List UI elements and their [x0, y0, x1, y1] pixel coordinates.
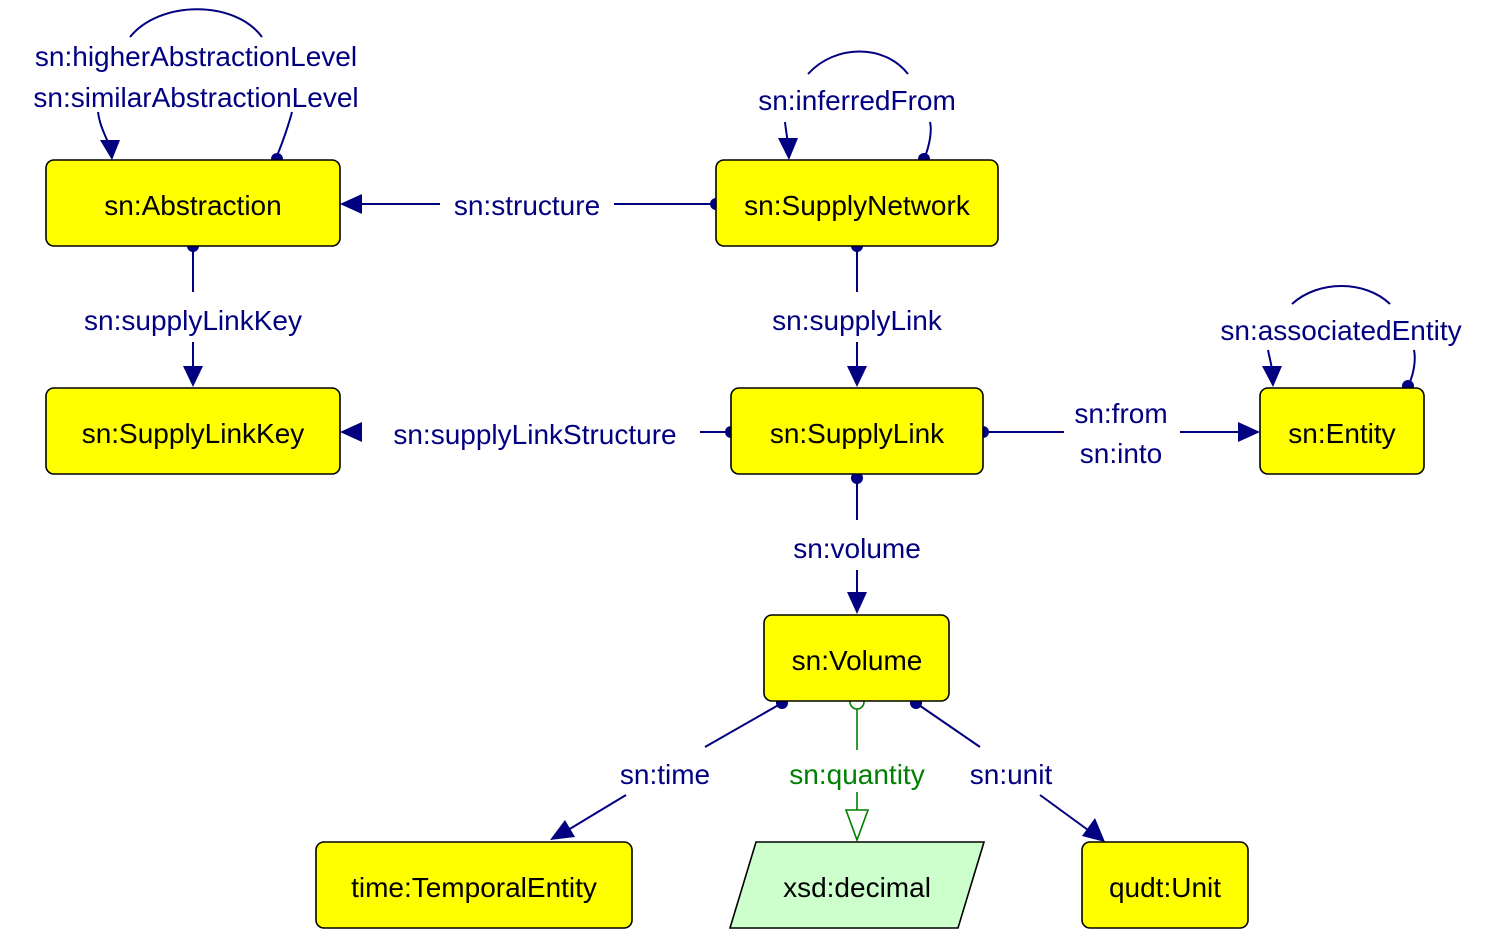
node-label: sn:SupplyLink — [770, 418, 945, 449]
edge-label-associated-entity: sn:associatedEntity — [1220, 315, 1461, 346]
node-supply-link-key[interactable]: sn:SupplyLinkKey — [45, 387, 341, 475]
edge-supply-link-structure: sn:supplyLinkStructure — [340, 419, 737, 450]
edge-volume: sn:volume — [793, 472, 921, 614]
edge-label-higher-abstraction-level: sn:higherAbstractionLevel — [35, 41, 357, 72]
edge-supply-link-key: sn:supplyLinkKey — [84, 240, 302, 387]
arrowhead-icon — [1262, 366, 1282, 387]
arrowhead-icon — [100, 140, 120, 160]
edge-label-supply-link: sn:supplyLink — [772, 305, 943, 336]
edge-label-into: sn:into — [1080, 438, 1163, 469]
node-temporal-entity[interactable]: time:TemporalEntity — [315, 841, 633, 929]
edge-label-similar-abstraction-level: sn:similarAbstractionLevel — [33, 82, 358, 113]
edge-label-supply-link-key: sn:supplyLinkKey — [84, 305, 302, 336]
edge-label-volume: sn:volume — [793, 533, 921, 564]
node-label: sn:SupplyLinkKey — [82, 418, 305, 449]
arrowhead-icon — [778, 138, 798, 160]
edge-abstraction-level-loop: sn:higherAbstractionLevel sn:similarAbst… — [33, 8, 359, 165]
arrowhead-icon — [847, 592, 867, 614]
arrowhead-icon — [340, 194, 362, 214]
edge-label-supply-link-structure: sn:supplyLinkStructure — [393, 419, 676, 450]
arrowhead-icon — [550, 820, 575, 840]
hollow-arrowhead-icon — [844, 809, 870, 843]
edge-supply-link: sn:supplyLink — [772, 240, 943, 387]
edge-quantity: sn:quantity — [789, 694, 925, 843]
node-label: sn:Abstraction — [104, 190, 281, 221]
edge-unit: sn:unit — [910, 697, 1105, 842]
edge-label-time: sn:time — [620, 759, 710, 790]
arrowhead-icon — [340, 422, 362, 442]
node-supply-link[interactable]: sn:SupplyLink — [730, 387, 984, 475]
arrowhead-icon — [847, 366, 867, 387]
node-label: qudt:Unit — [1109, 872, 1221, 903]
arrowhead-icon — [1238, 422, 1260, 442]
edge-associated-entity-loop: sn:associatedEntity — [1220, 285, 1462, 392]
edge-label-inferred-from: sn:inferredFrom — [758, 85, 956, 116]
arrowhead-icon — [1082, 818, 1105, 842]
edge-inferred-from-loop: sn:inferredFrom — [758, 50, 956, 165]
edge-label-quantity: sn:quantity — [789, 759, 924, 790]
edge-label-unit: sn:unit — [970, 759, 1053, 790]
node-supply-network[interactable]: sn:SupplyNetwork — [715, 159, 999, 247]
edge-time: sn:time — [550, 697, 788, 840]
edge-label-from: sn:from — [1074, 398, 1167, 429]
node-label: sn:Entity — [1288, 418, 1395, 449]
node-label: time:TemporalEntity — [351, 872, 597, 903]
node-label: sn:Volume — [792, 645, 923, 676]
node-entity[interactable]: sn:Entity — [1259, 387, 1425, 475]
node-label: xsd:decimal — [783, 872, 931, 903]
arrowhead-icon — [183, 366, 203, 387]
node-label: sn:SupplyNetwork — [744, 190, 971, 221]
edge-label-structure: sn:structure — [454, 190, 600, 221]
edge-structure: sn:structure — [340, 190, 722, 221]
edge-origin-dot — [851, 472, 863, 484]
edge-from-into: sn:from sn:into — [977, 398, 1260, 469]
node-decimal-literal[interactable]: xsd:decimal — [728, 841, 986, 929]
node-volume[interactable]: sn:Volume — [763, 614, 950, 702]
node-abstraction[interactable]: sn:Abstraction — [45, 159, 341, 247]
node-unit[interactable]: qudt:Unit — [1081, 841, 1249, 929]
